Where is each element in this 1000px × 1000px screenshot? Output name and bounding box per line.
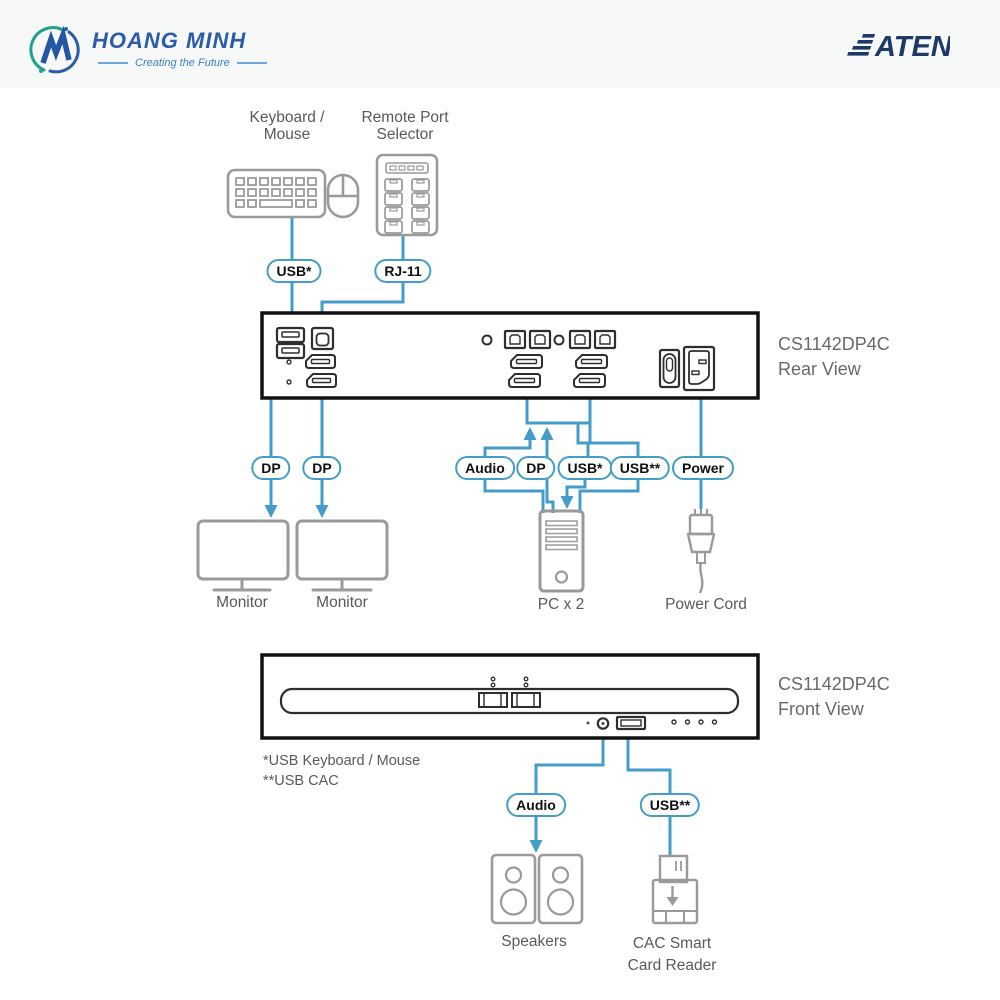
front-audio-jack-icon xyxy=(596,717,610,730)
front-button-leds-icon xyxy=(490,676,529,688)
cable-tag-dp-monitor1: DP xyxy=(251,456,291,480)
hoangminh-text: HOANG MINH Creating the Future xyxy=(92,20,267,69)
cable-usb1-down xyxy=(565,478,587,497)
rear-power-inlet-icon xyxy=(682,345,716,392)
rear-view-text: Rear View xyxy=(778,359,861,379)
label-cac-reader: CAC Smart Card Reader xyxy=(628,933,717,977)
aten-logo: ATEN xyxy=(847,31,950,63)
arrow-dp-up-icon xyxy=(540,427,554,440)
tagline-dash-right xyxy=(236,62,267,64)
rear-screw-hole2-icon xyxy=(286,379,292,385)
label-speakers: Speakers xyxy=(501,933,567,950)
mouse-icon xyxy=(326,173,360,219)
arrow-audio-up-icon xyxy=(523,427,537,440)
rear-dp-ports-right-icon xyxy=(508,354,608,388)
label-keyboard-mouse-line1: Keyboard / xyxy=(249,109,325,126)
front-leds-icon xyxy=(671,719,718,725)
header-bar xyxy=(0,0,1000,88)
cable-audio-down xyxy=(483,478,545,513)
monitor-1-icon xyxy=(196,519,290,592)
hoangminh-emblem-icon xyxy=(29,25,80,74)
rear-rj11-port-icon xyxy=(310,326,335,351)
cable-tag-audio-rear: Audio xyxy=(455,456,515,480)
front-usb-port-icon xyxy=(615,715,647,731)
rear-panel xyxy=(260,311,760,400)
cable-arrowheads xyxy=(264,315,574,853)
hoangminh-tagline: Creating the Future xyxy=(135,57,230,69)
rear-usb-ports-icon xyxy=(275,326,306,360)
aten-text: ATEN xyxy=(874,31,950,63)
speakers-icon xyxy=(490,853,584,925)
label-monitor-2: Monitor xyxy=(316,594,368,611)
rear-power-switch-icon xyxy=(658,348,681,389)
cable-tag-rj11: RJ-11 xyxy=(374,259,432,283)
label-selector-line1: Remote Port xyxy=(361,109,449,126)
cable-tag-audio-front: Audio xyxy=(506,793,566,817)
label-monitor-1: Monitor xyxy=(216,594,268,611)
footnote-usb-cac: **USB CAC xyxy=(263,773,339,789)
cable-tag-dp-pc: DP xyxy=(516,456,556,480)
arrow-pc-down-icon xyxy=(560,496,574,509)
cac-reader-icon xyxy=(651,854,699,925)
front-dot-icon xyxy=(586,721,590,725)
keyboard-icon xyxy=(226,168,327,219)
power-cord-icon xyxy=(686,509,716,594)
rear-model-number: CS1142DP4C xyxy=(778,334,890,354)
aten-speed-stripes-icon xyxy=(847,34,876,56)
label-keyboard-mouse: Keyboard / Mouse xyxy=(250,109,325,143)
front-model-number: CS1142DP4C xyxy=(778,674,890,694)
arrow-monitor2-icon xyxy=(315,505,329,518)
rear-audio-jack2-icon xyxy=(553,334,565,346)
monitor-2-icon xyxy=(295,519,389,592)
cable-audio-up xyxy=(483,439,532,458)
rear-usbb-ports-icon xyxy=(503,329,617,350)
footnote-usb-keyboard: *USB Keyboard / Mouse xyxy=(263,753,421,769)
cable-pc-bus xyxy=(525,390,640,458)
cable-tag-dp-monitor2: DP xyxy=(302,456,342,480)
front-view-text: Front View xyxy=(778,699,864,719)
front-pushbuttons-icon xyxy=(478,692,541,708)
label-front-model: CS1142DP4C Front View xyxy=(778,672,890,722)
cable-usb1-up xyxy=(576,424,590,458)
label-pc: PC x 2 xyxy=(537,596,585,613)
arrow-speakers-icon xyxy=(529,840,543,853)
label-cac-line1: CAC Smart xyxy=(632,935,712,952)
tagline-dash-left xyxy=(98,62,128,64)
rear-dp-ports-left-icon xyxy=(305,354,337,388)
cable-tag-usb-cac: USB** xyxy=(639,793,701,817)
cable-tag-power: Power xyxy=(671,456,735,480)
cable-audio-front xyxy=(534,729,605,841)
front-bezel-icon xyxy=(279,687,740,715)
label-keyboard-mouse-line2: Mouse xyxy=(263,126,311,143)
arrow-monitor1-icon xyxy=(264,505,278,518)
remote-port-selector-icon xyxy=(375,153,439,237)
label-rear-model: CS1142DP4C Rear View xyxy=(778,332,890,382)
cable-dp-down xyxy=(545,478,555,513)
footnotes: *USB Keyboard / Mouse **USB CAC xyxy=(263,751,420,791)
hoangminh-name: HOANG MINH xyxy=(92,28,247,53)
label-remote-port-selector: Remote Port Selector xyxy=(361,109,448,143)
cable-usb-cac xyxy=(626,729,672,857)
label-selector-line2: Selector xyxy=(376,126,434,143)
pc-icon xyxy=(538,509,585,593)
rear-screw-hole-icon xyxy=(286,359,292,365)
cable-tag-usb-keyboard: USB* xyxy=(266,259,322,283)
hoangminh-tagline-row: Creating the Future xyxy=(98,57,267,69)
hoangminh-logo: HOANG MINH Creating the Future xyxy=(26,20,267,78)
label-cac-line2: Card Reader xyxy=(627,957,717,974)
cable-usb2-down xyxy=(578,478,640,513)
front-panel xyxy=(260,653,760,740)
cable-tag-usb2: USB** xyxy=(609,456,671,480)
cable-tag-usb1: USB* xyxy=(557,456,613,480)
label-power-cord: Power Cord xyxy=(665,596,747,613)
rear-audio-jack1-icon xyxy=(481,334,493,346)
